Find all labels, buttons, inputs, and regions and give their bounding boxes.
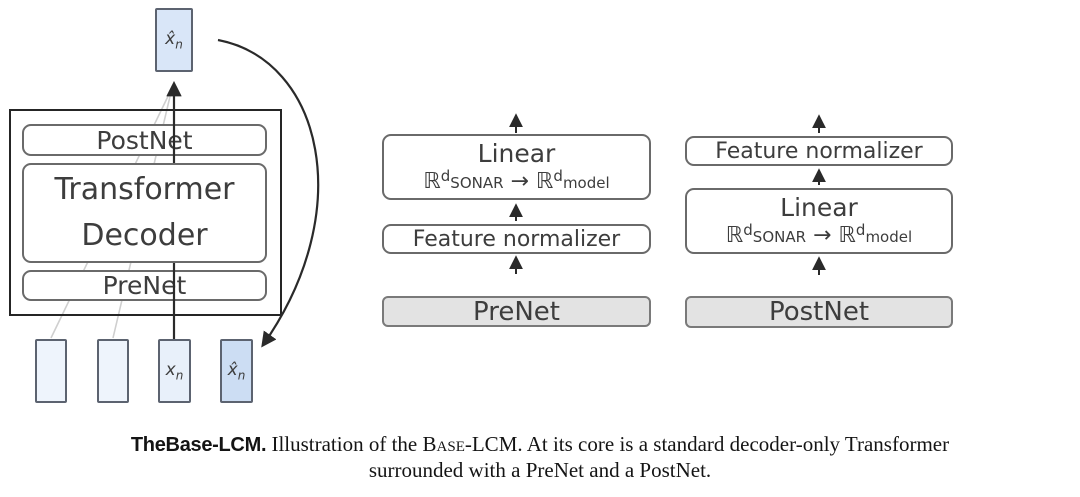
input-token-label: x̂n	[228, 360, 246, 382]
dimension-symbol: d	[440, 166, 451, 185]
prenet-block-title: PreNet	[382, 296, 651, 327]
input-embedding-box-1	[35, 339, 67, 403]
prenet-feature-normalizer-box: Feature normalizer	[382, 224, 651, 254]
block-name-label: PostNet	[768, 297, 870, 327]
postnet-label: PostNet	[96, 125, 193, 155]
token-subscript: n	[237, 368, 246, 383]
dimension-subscript: model	[562, 173, 610, 192]
postnet-feature-normalizer-box: Feature normalizer	[685, 136, 953, 166]
linear-label: Linear	[477, 138, 556, 168]
transformer-label-line1: Transformer	[54, 171, 235, 207]
prenet-label: PreNet	[102, 271, 187, 300]
token-subscript: n	[175, 368, 184, 383]
feature-normalizer-label: Feature normalizer	[715, 138, 923, 164]
dimension-subscript: SONAR	[752, 227, 807, 246]
prenet-linear-box: Linear ℝdSONAR→ℝdmodel	[382, 134, 651, 200]
real-set-symbol: ℝ	[535, 168, 554, 194]
caption-smallcaps-term: Base-LCM	[422, 432, 518, 456]
dimension-subscript: model	[865, 227, 913, 246]
dimension-symbol: d	[743, 220, 753, 239]
feature-normalizer-label: Feature normalizer	[412, 226, 621, 252]
output-token-label: x̂n	[165, 29, 183, 51]
linear-label: Linear	[780, 192, 858, 222]
transformer-decoder-box: Transformer Decoder	[22, 163, 267, 263]
dimension-subscript: SONAR	[450, 173, 504, 192]
token-base: x̂	[165, 28, 176, 49]
postnet-block-title: PostNet	[685, 296, 953, 328]
maps-to-arrow: →	[813, 222, 832, 248]
token-base: x̂	[227, 359, 238, 380]
input-embedding-box-2	[97, 339, 129, 403]
block-name-label: PreNet	[473, 296, 560, 327]
dimension-symbol: d	[855, 220, 866, 239]
linear-mapping-formula: ℝdSONAR→ℝdmodel	[423, 166, 610, 194]
token-base: x	[165, 359, 176, 380]
figure-caption: TheBase-LCM. Illustration of the Base-LC…	[0, 432, 1080, 484]
dimension-symbol: d	[553, 166, 563, 185]
transformer-label-line2: Decoder	[81, 218, 208, 253]
real-set-symbol: ℝ	[838, 222, 856, 248]
caption-bold-label: TheBase-LCM.	[130, 434, 267, 456]
token-subscript: n	[175, 37, 183, 52]
caption-line2: surrounded with a PreNet and a PostNet.	[368, 458, 712, 482]
input-embedding-box-xhat: x̂n	[220, 339, 253, 403]
prenet-box: PreNet	[22, 270, 267, 301]
input-embedding-box-xn: xn	[158, 339, 191, 403]
postnet-linear-box: Linear ℝdSONAR→ℝdmodel	[685, 188, 953, 254]
input-token-label: xn	[166, 360, 184, 382]
caption-text: . At its core is a standard decoder-only…	[517, 432, 950, 456]
caption-text: Illustration of the	[266, 432, 423, 456]
predicted-embedding-box-top: x̂n	[155, 8, 193, 72]
real-set-symbol: ℝ	[423, 168, 441, 194]
maps-to-arrow: →	[510, 168, 529, 194]
postnet-box: PostNet	[22, 124, 267, 156]
real-set-symbol: ℝ	[725, 222, 744, 248]
linear-mapping-formula: ℝdSONAR→ℝdmodel	[725, 220, 913, 248]
